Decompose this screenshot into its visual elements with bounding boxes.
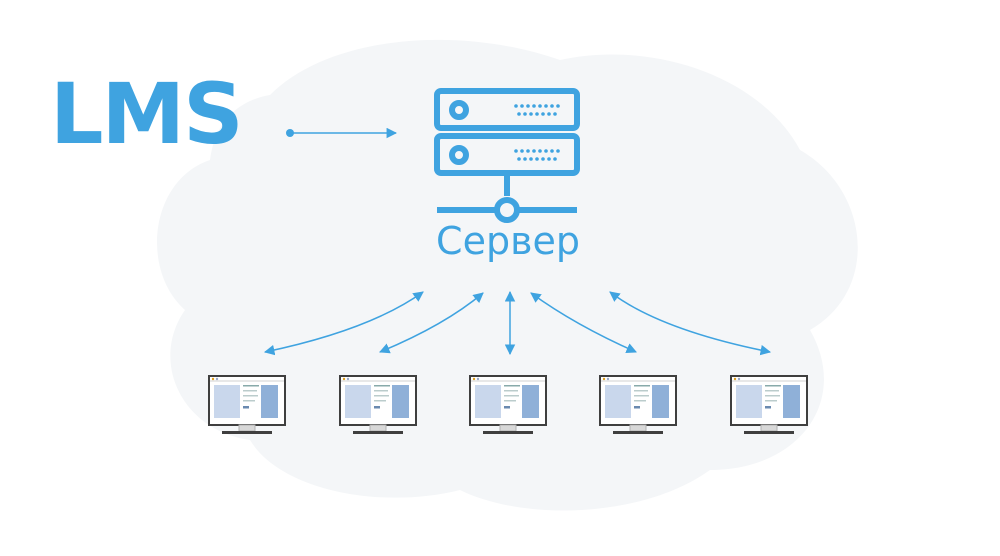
client-computer-2: [339, 375, 417, 434]
client-computer-5: [730, 375, 808, 434]
monitor-icon: [599, 375, 677, 434]
monitor-icon: [208, 375, 286, 434]
server-icon: [434, 88, 580, 223]
lms-title: LMS: [50, 65, 244, 163]
monitor-icon: [339, 375, 417, 434]
monitor-icon: [469, 375, 547, 434]
monitor-icon: [730, 375, 808, 434]
background-cloud: [157, 39, 858, 511]
server-led-dots: [514, 104, 560, 161]
connection-arrow-2: [379, 292, 484, 354]
client-computer-1: [208, 375, 286, 434]
connection-arrow-5: [609, 291, 772, 356]
client-computer-4: [599, 375, 677, 434]
server-label: Сервер: [436, 219, 580, 263]
client-computers: [208, 375, 808, 434]
lms-pointer-arrow: [286, 127, 398, 139]
client-computer-3: [469, 375, 547, 434]
